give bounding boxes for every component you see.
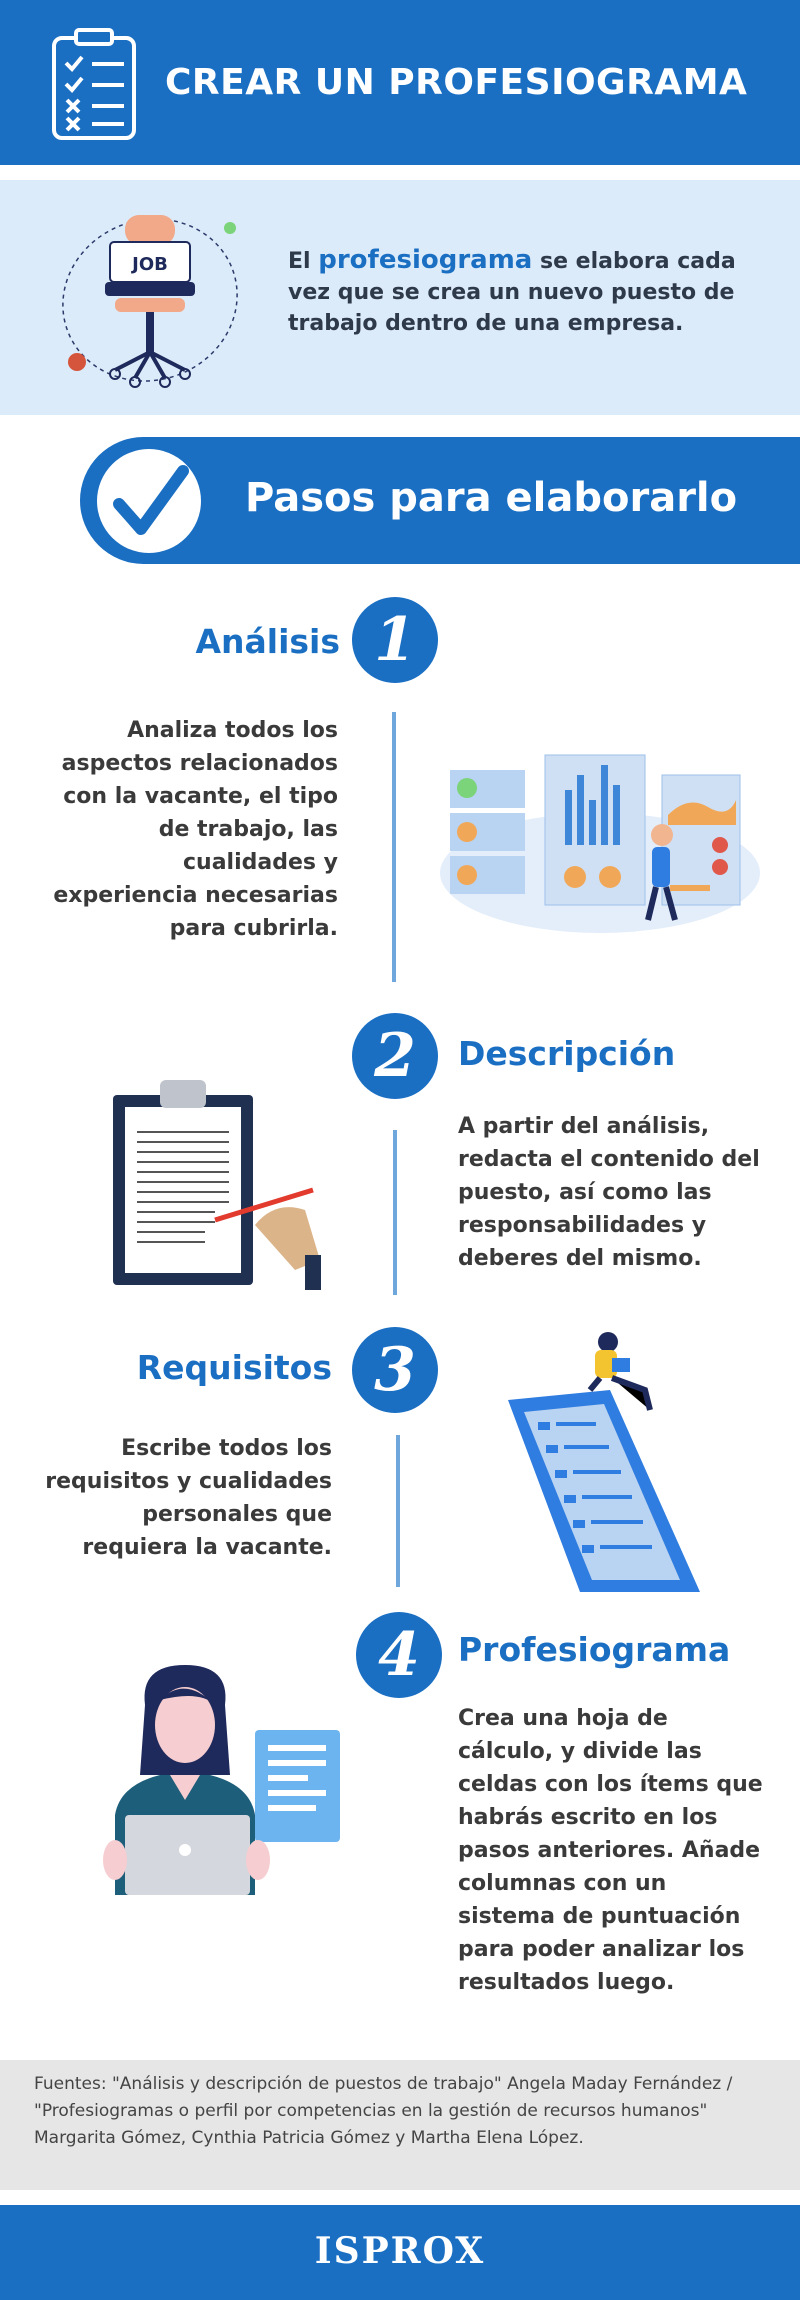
intro-text: El profesiograma se elabora cada vez que… — [288, 245, 758, 339]
checklist-icon — [52, 28, 136, 140]
step-1-text: Analiza todos los aspectos relacionados … — [53, 718, 338, 941]
intro-section: JOB El profesiograma se elabora cada vez… — [0, 180, 800, 415]
step-3-number: 3 — [352, 1327, 438, 1413]
intro-highlight: profesiograma — [318, 245, 533, 275]
steps-title: Pasos para elaborarlo — [245, 475, 738, 521]
phone-list-illustration — [508, 1332, 700, 1592]
sources-section: Fuentes: "Análisis y descripción de pues… — [0, 2060, 800, 2190]
step-3-title: Requisitos — [136, 1348, 332, 1387]
step-4-text: Crea una hoja de cálculo, y divide las c… — [458, 1706, 763, 1995]
step-2-title: Descripción — [458, 1034, 676, 1073]
job-chair-icon: JOB — [62, 215, 238, 388]
header-banner: CREAR UN PROFESIOGRAMA — [0, 0, 800, 165]
step-2-divider — [393, 1130, 397, 1295]
step-4-number: 4 — [356, 1612, 442, 1698]
checkmark-icon — [97, 449, 201, 553]
step-2-text: A partir del análisis, redacta el conten… — [458, 1114, 760, 1271]
brand-logo: ISPROX — [314, 2230, 486, 2272]
chair-label: JOB — [130, 254, 168, 275]
footer: ISPROX — [0, 2205, 800, 2300]
step-4-title: Profesiograma — [458, 1630, 731, 1669]
sources-text: Fuentes: "Análisis y descripción de pues… — [34, 2074, 733, 2148]
step-2-number: 2 — [352, 1013, 438, 1099]
step-3-text: Escribe todos los requisitos y cualidade… — [45, 1436, 332, 1560]
step-3-divider — [396, 1435, 400, 1587]
analytics-illustration — [440, 754, 760, 933]
step-1-title: Análisis — [195, 622, 340, 661]
step-1-number: 1 — [352, 597, 438, 683]
intro-text-before: El — [288, 249, 319, 274]
step-1-divider — [392, 712, 396, 982]
woman-laptop-illustration — [103, 1665, 340, 1895]
page-title: CREAR UN PROFESIOGRAMA — [165, 62, 748, 103]
clipboard-signing-illustration — [113, 1080, 321, 1290]
intro-text-after: se elabora cada vez que se crea un nuevo… — [288, 249, 736, 336]
steps-banner: Pasos para elaborarlo — [80, 437, 800, 564]
